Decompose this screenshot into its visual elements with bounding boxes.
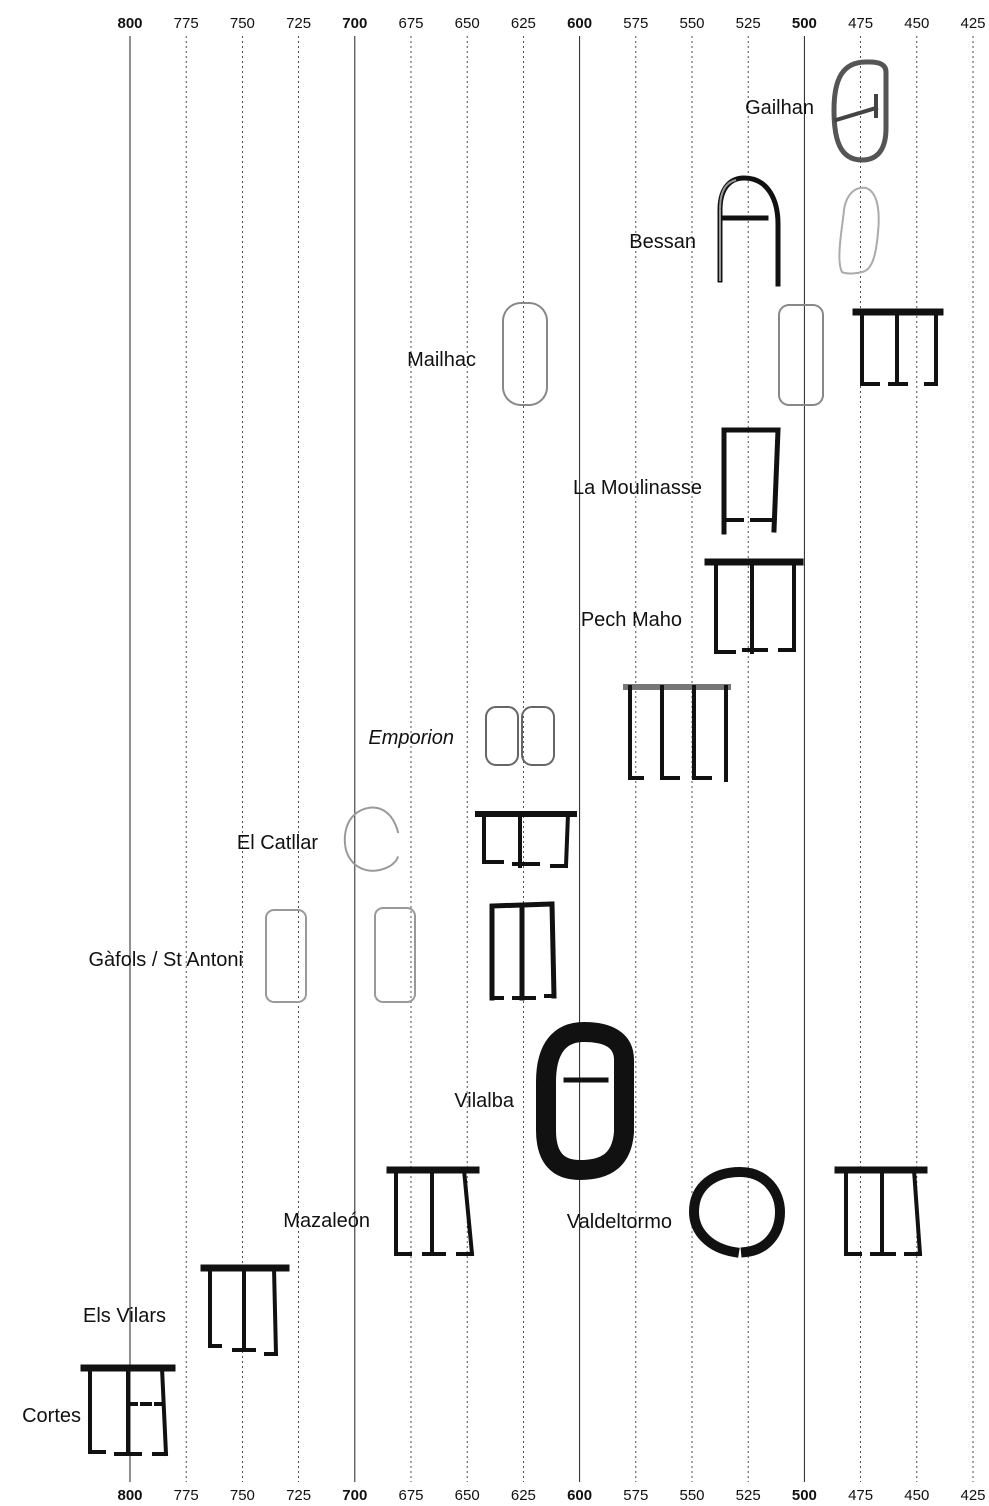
- label-cortes: Cortes: [22, 1405, 81, 1427]
- tick-label-425: 425: [960, 1487, 985, 1504]
- plan-pech-maho: [708, 562, 800, 652]
- plan-el-catllar: [345, 808, 574, 871]
- plan-cortes: [84, 1368, 172, 1454]
- plan-vilalba: [546, 1032, 624, 1170]
- label-bessan: Bessan: [629, 231, 696, 253]
- tick-label-775: 775: [174, 1487, 199, 1504]
- tick-label-675: 675: [398, 1487, 423, 1504]
- tick-label-475: 475: [848, 15, 873, 32]
- label-gailhan: Gailhan: [745, 97, 814, 119]
- label-emporion: Emporion: [368, 727, 454, 749]
- tick-label-750: 750: [230, 1487, 255, 1504]
- top-axis: 800 775 750 725 700 675 650 625 600 575 550 525 500 4…: [117, 15, 985, 32]
- tick-label-450: 450: [904, 15, 929, 32]
- tick-label-800: 800: [117, 15, 142, 32]
- plan-valdeltormo: [694, 1170, 924, 1254]
- plan-mazaleon: [390, 1170, 476, 1254]
- plan-bessan: [720, 178, 879, 284]
- tick-label-600: 600: [567, 15, 592, 32]
- label-gafols: Gàfols / St Antoni: [88, 949, 243, 971]
- tick-label-600: 600: [567, 1487, 592, 1504]
- tick-label-750: 750: [230, 15, 255, 32]
- tick-label-725: 725: [286, 1487, 311, 1504]
- label-els-vilars: Els Vilars: [83, 1305, 166, 1327]
- plan-mailhac: [503, 303, 940, 405]
- tick-label-575: 575: [623, 15, 648, 32]
- tick-label-525: 525: [736, 15, 761, 32]
- label-el-catllar: El Catllar: [237, 832, 318, 854]
- tick-label-425: 425: [960, 15, 985, 32]
- tick-label-500: 500: [792, 15, 817, 32]
- tick-label-650: 650: [455, 1487, 480, 1504]
- label-mailhac: Mailhac: [407, 349, 476, 371]
- tick-label-675: 675: [398, 15, 423, 32]
- plan-gailhan: [834, 62, 886, 160]
- plans: [84, 62, 940, 1454]
- tick-label-550: 550: [679, 15, 704, 32]
- tick-label-475: 475: [848, 1487, 873, 1504]
- tick-label-550: 550: [679, 1487, 704, 1504]
- bottom-axis: 800 775 750 725 700 675 650 625 600 575 550 525 500 4…: [117, 1487, 985, 1504]
- tick-label-725: 725: [286, 15, 311, 32]
- label-la-moulinasse: La Moulinasse: [573, 477, 702, 499]
- tick-label-800: 800: [117, 1487, 142, 1504]
- plan-gafols: [266, 904, 554, 1002]
- label-mazaleon: Mazaleón: [283, 1210, 370, 1232]
- tick-label-625: 625: [511, 1487, 536, 1504]
- plan-els-vilars: [204, 1268, 286, 1354]
- tick-label-775: 775: [174, 15, 199, 32]
- label-valdeltormo: Valdeltormo: [567, 1211, 672, 1233]
- tick-label-700: 700: [342, 1487, 367, 1504]
- tick-label-700: 700: [342, 15, 367, 32]
- label-vilalba: Vilalba: [454, 1090, 515, 1112]
- tick-label-575: 575: [623, 1487, 648, 1504]
- tick-label-500: 500: [792, 1487, 817, 1504]
- tick-label-450: 450: [904, 1487, 929, 1504]
- tick-label-625: 625: [511, 15, 536, 32]
- plan-la-moulinasse: [724, 430, 778, 532]
- tick-label-525: 525: [736, 1487, 761, 1504]
- label-pech-maho: Pech Maho: [581, 609, 682, 631]
- tick-label-650: 650: [455, 15, 480, 32]
